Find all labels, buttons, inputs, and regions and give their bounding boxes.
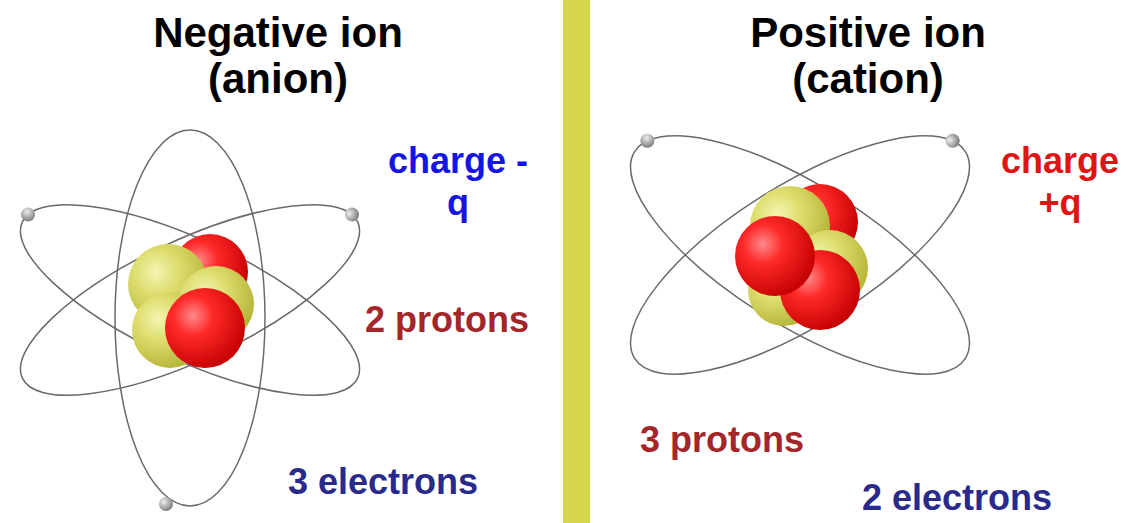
- proton-count: 3 protons: [640, 420, 804, 460]
- proton: [165, 288, 245, 368]
- orbit: [598, 92, 1003, 417]
- cation-atom: [598, 92, 1003, 417]
- orbit: [115, 130, 265, 506]
- electron-count: 3 electrons: [288, 462, 478, 502]
- orbit: [0, 167, 383, 432]
- panel-title: Positive ion (cation): [703, 10, 1033, 102]
- electron: [638, 131, 657, 150]
- proton: [735, 216, 815, 296]
- electron-count: 2 electrons: [862, 478, 1052, 518]
- charge-label: charge +q: [985, 140, 1135, 224]
- proton-count: 2 protons: [365, 300, 529, 340]
- anion-atom: [0, 130, 383, 511]
- charge-label: charge -q: [383, 140, 533, 224]
- electron: [19, 205, 38, 224]
- electron: [343, 205, 362, 224]
- electron: [943, 131, 962, 150]
- divider-bar: [563, 0, 590, 523]
- orbit: [598, 92, 1003, 417]
- panel-title: Negative ion (anion): [113, 10, 443, 102]
- orbit: [0, 167, 383, 432]
- electron: [159, 497, 173, 511]
